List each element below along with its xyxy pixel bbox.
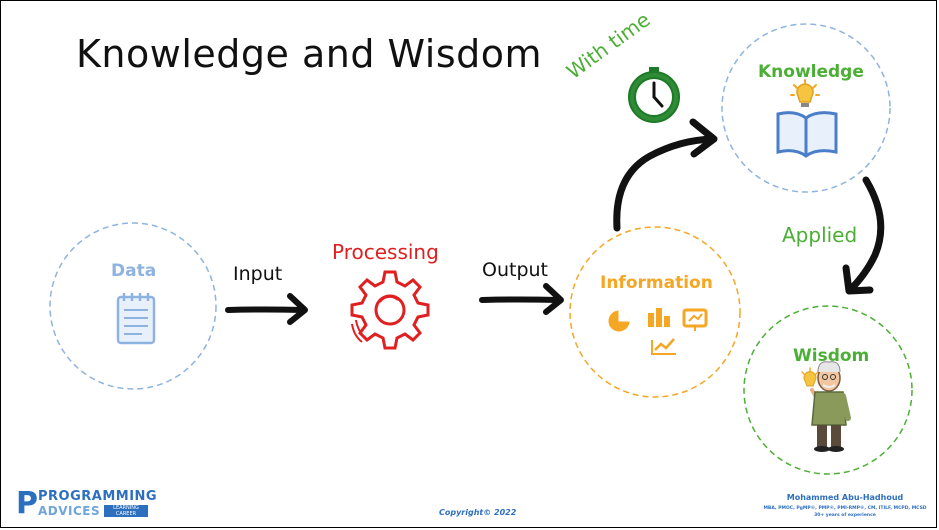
author-credentials: MBA, PMOC, PgMP®, PMP®, PMI-RMP®, CM, IT… — [763, 506, 927, 511]
output-arrow — [479, 283, 564, 315]
processing-node-label: Processing — [332, 240, 439, 264]
notepad-icon — [116, 293, 156, 345]
applied-arrow — [842, 176, 885, 295]
knowledge-node-circle — [721, 23, 891, 193]
author-experience: 30+ years of experience — [814, 513, 876, 518]
programming-advices-logo: P PROGRAMMING ADVICES LEARNING CAREER — [16, 486, 158, 521]
clock-icon — [628, 67, 680, 123]
applied-edge-label: Applied — [782, 223, 858, 247]
copyright-text: Copyright© 2022 — [439, 508, 517, 517]
author-name: Mohammed Abu-Hadhoud — [786, 493, 904, 502]
author-info: Mohammed Abu-Hadhoud MBA, PMOC, PgMP®, P… — [760, 493, 930, 518]
charts-icon — [608, 308, 708, 355]
with-time-arrow — [613, 118, 718, 232]
knowledge-node-label: Knowledge — [758, 62, 864, 82]
wisdom-node-label: Wisdom — [793, 346, 870, 366]
input-arrow — [225, 293, 308, 325]
old-man-lightbulb-icon — [801, 361, 851, 452]
slide-title: Knowledge and Wisdom — [76, 32, 543, 76]
input-edge-label: Input — [233, 263, 283, 285]
information-node-circle — [569, 226, 741, 398]
wisdom-node-circle — [743, 305, 913, 475]
data-node-label: Data — [111, 261, 157, 281]
gear-icon — [350, 270, 430, 350]
data-node-circle — [49, 222, 217, 390]
open-book-lightbulb-icon — [776, 79, 838, 158]
information-node-label: Information — [600, 273, 713, 293]
output-edge-label: Output — [482, 259, 548, 281]
